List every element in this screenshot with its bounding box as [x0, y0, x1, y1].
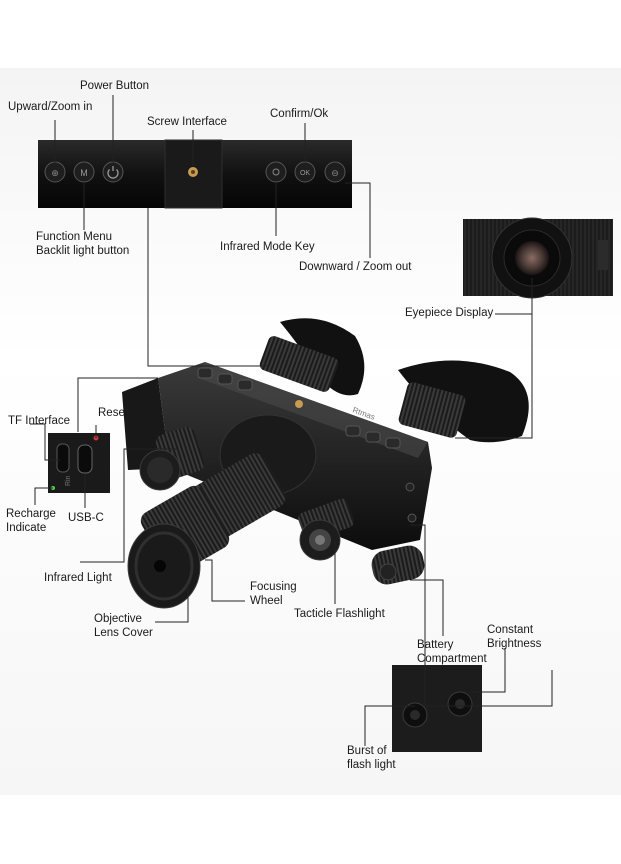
function-menu-button: M: [73, 161, 95, 183]
tf-slot: [56, 443, 70, 473]
label-function-menu: Function Menu Backlit light button: [36, 230, 129, 258]
label-objective-line1: Objective: [94, 613, 142, 625]
port-inset: Rin: [48, 433, 110, 493]
leader-lines: [30, 95, 553, 746]
label-recharge-indicate: Recharge Indicate: [6, 507, 56, 535]
label-function-menu-line1: Function Menu: [36, 231, 113, 243]
downward-zoom-out-button: ⊖: [324, 161, 346, 183]
label-focusing-line1: Focusing: [250, 581, 297, 593]
label-eyepiece-display: Eyepiece Display: [405, 307, 494, 319]
flash-inset: [392, 665, 482, 752]
label-constant-brightness: Constant Brightness: [487, 623, 541, 651]
label-tacticle-flashlight: Tacticle Flashlight: [294, 608, 385, 620]
usb-c-port: [77, 444, 93, 474]
label-objective-line2: Lens Cover: [94, 627, 153, 639]
power-button: [102, 161, 124, 183]
label-focusing-line2: Wheel: [250, 595, 283, 607]
eyepiece-lens: [515, 241, 549, 275]
label-downward-zoom-out: Downward / Zoom out: [299, 261, 412, 273]
label-infrared-light: Infrared Light: [44, 572, 112, 584]
label-function-menu-line2: Backlit light button: [36, 245, 130, 257]
power-icon: [107, 169, 119, 179]
label-recharge-line1: Recharge: [6, 508, 56, 520]
svg-text:⊕: ⊕: [51, 169, 59, 179]
label-battery-compartment: Battery Compartment: [417, 638, 487, 666]
label-battery-line1: Battery: [417, 639, 454, 651]
ok-button-label: OK: [300, 170, 310, 177]
label-burst-line1: Burst of: [347, 745, 387, 757]
sun-icon: [272, 168, 280, 176]
label-upward-zoom-in: Upward/Zoom in: [8, 101, 93, 113]
label-usb-c: USB-C: [68, 512, 104, 524]
label-recharge-line2: Indicate: [6, 522, 47, 534]
port-text: Rin: [65, 475, 72, 486]
label-battery-line2: Compartment: [417, 653, 487, 665]
svg-text:⊖: ⊖: [331, 169, 339, 179]
label-objective-lens-cover: Objective Lens Cover: [94, 612, 153, 640]
label-reset-key: Reset Key: [98, 407, 152, 419]
m-button-label: M: [80, 168, 88, 178]
top-screw-mount: [295, 400, 303, 408]
label-power-button: Power Button: [80, 80, 150, 92]
label-constant-line2: Brightness: [487, 638, 542, 650]
eyepiece-inset: [463, 217, 613, 299]
label-screw-interface: Screw Interface: [147, 116, 227, 128]
label-burst-line2: flash light: [347, 759, 396, 771]
label-confirm-ok: Confirm/Ok: [270, 108, 329, 120]
confirm-ok-button: OK: [294, 161, 316, 183]
label-tf-interface: TF Interface: [8, 415, 70, 427]
night-vision-binocular: Rtmas: [122, 318, 529, 609]
label-focusing-wheel: Focusing Wheel: [250, 580, 297, 608]
label-burst-flash-light: Burst of flash light: [347, 744, 396, 772]
infrared-mode-button: [265, 161, 287, 183]
label-infrared-mode-key: Infrared Mode Key: [220, 241, 315, 253]
upward-zoom-in-button: ⊕: [44, 161, 66, 183]
label-constant-line1: Constant: [487, 624, 534, 636]
